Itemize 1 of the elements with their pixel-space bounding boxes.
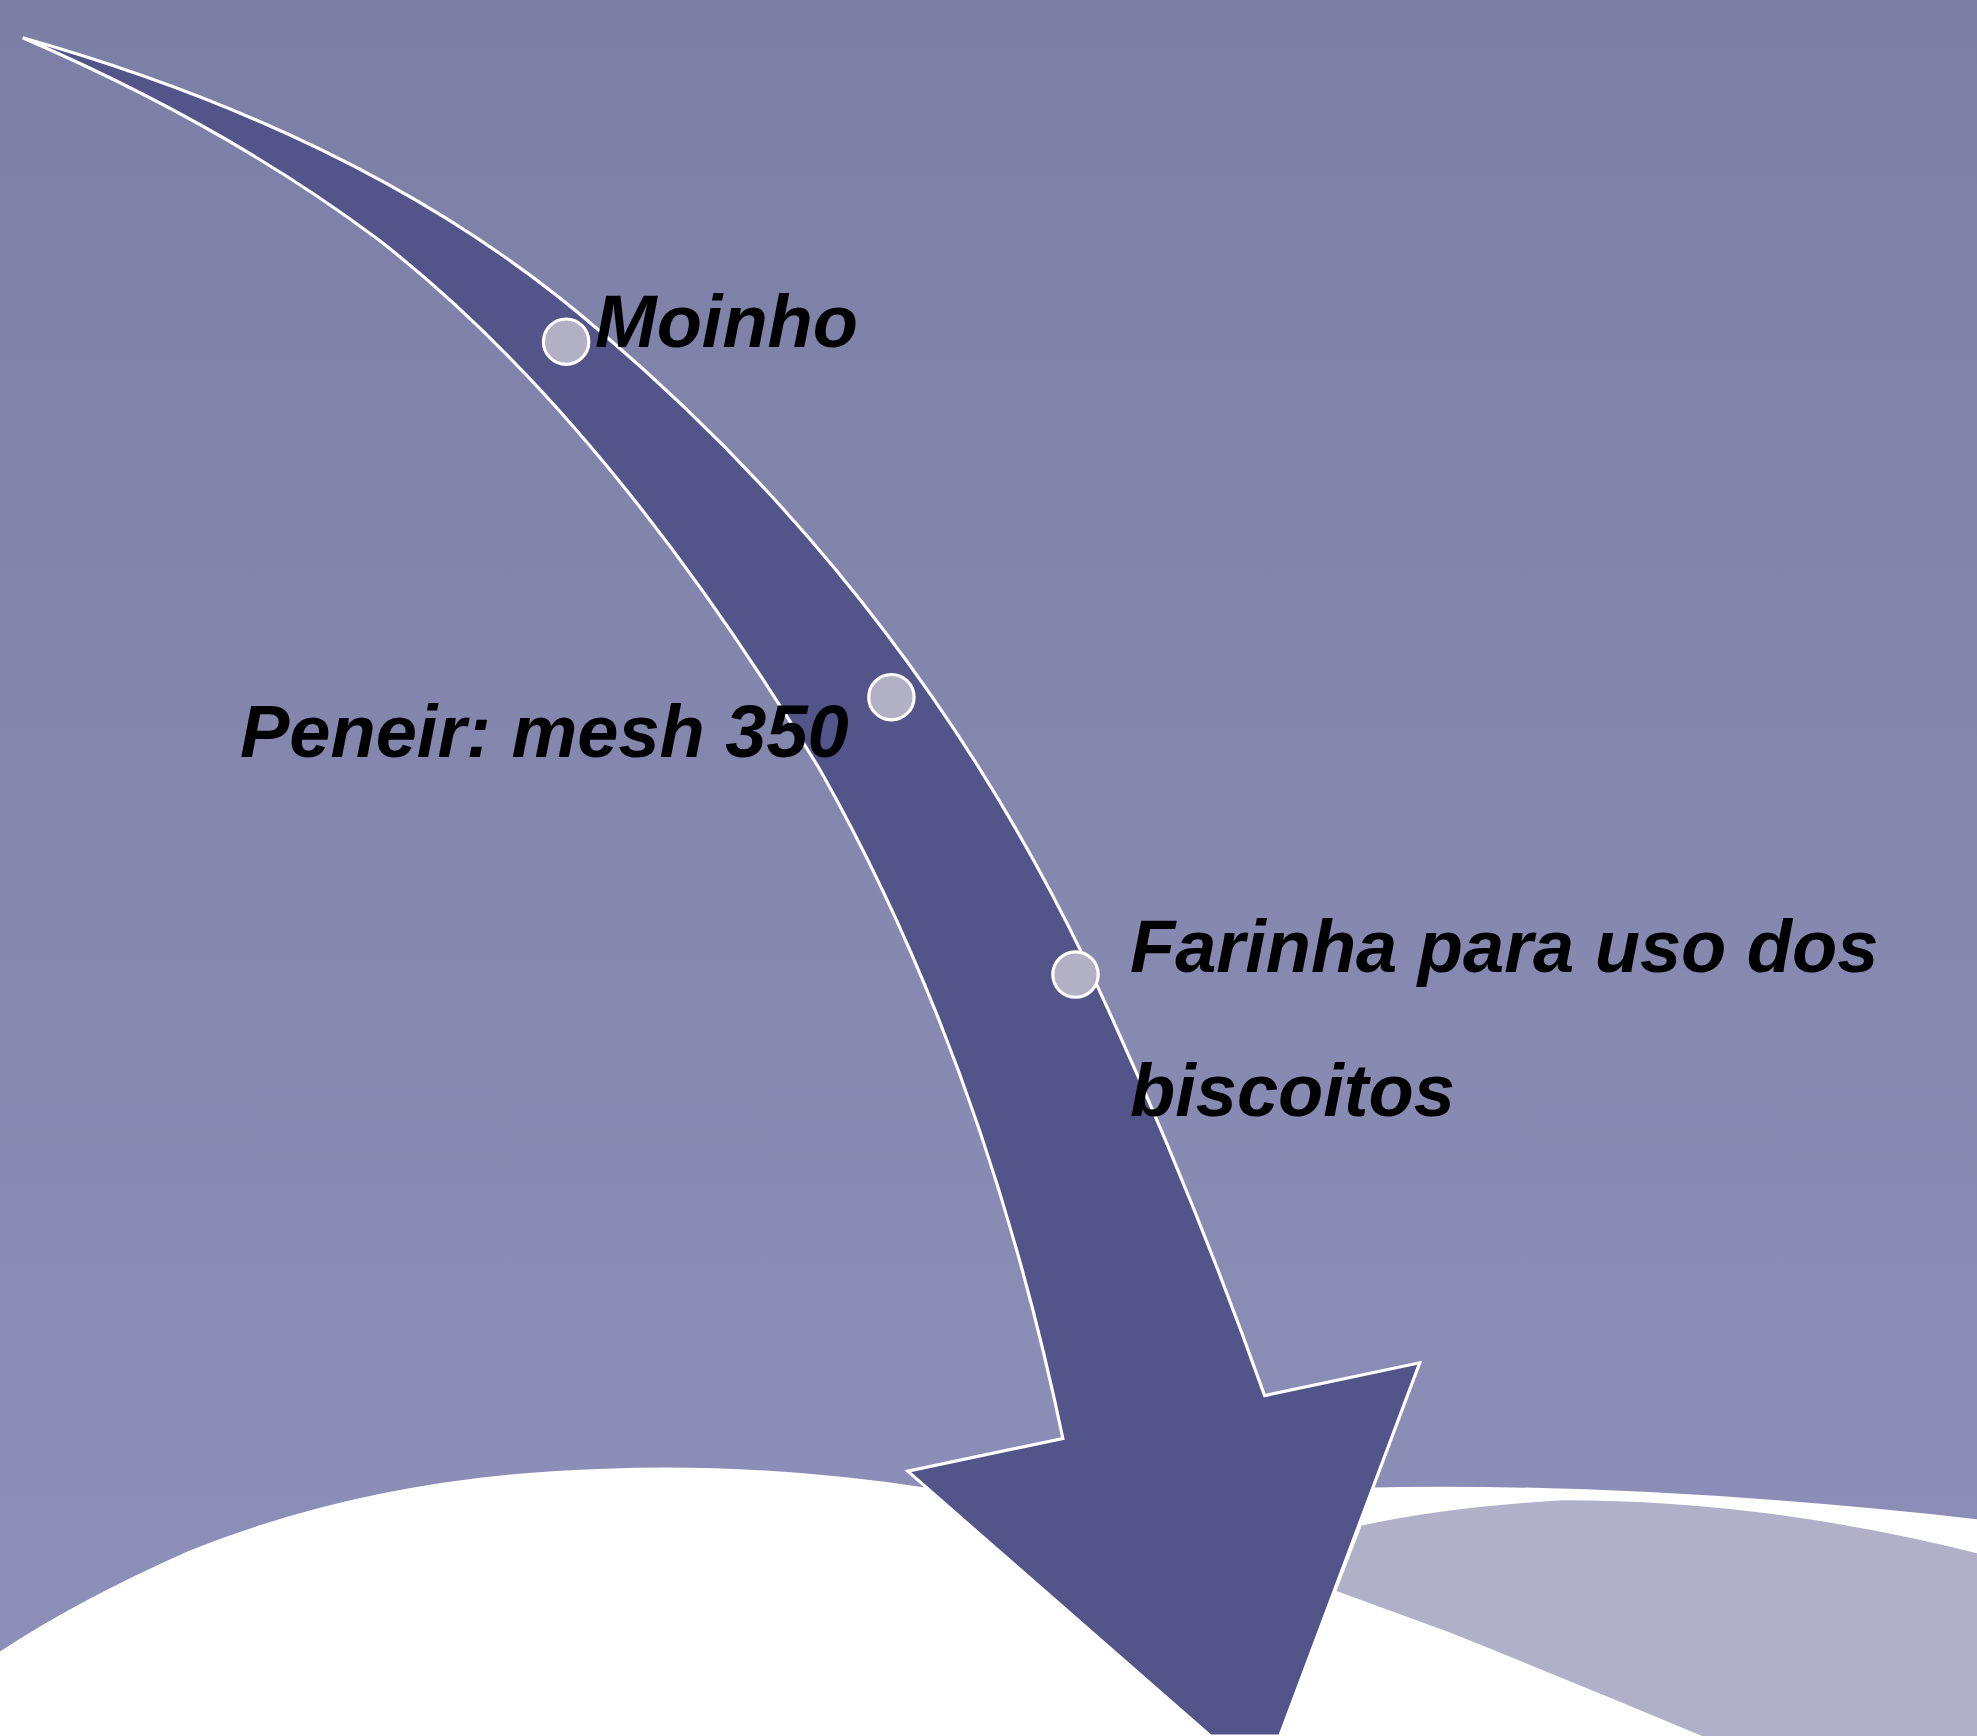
step-label: Moinho <box>595 279 858 365</box>
